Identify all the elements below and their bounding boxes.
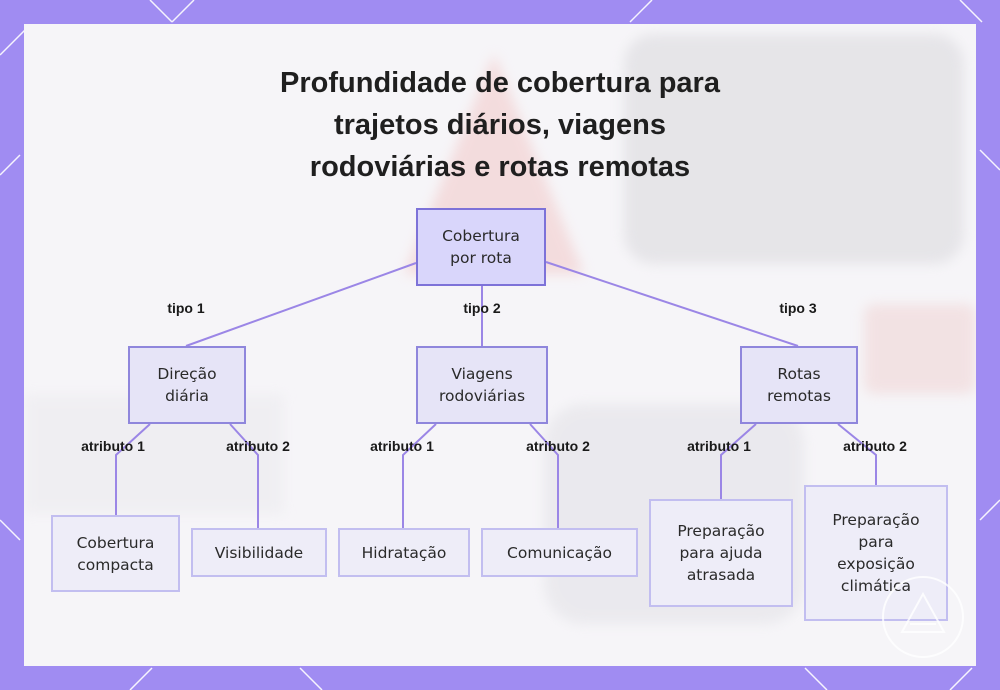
edge-label-tipo-1: tipo 1 <box>167 300 205 316</box>
edge-label-tipo-3: tipo 3 <box>779 300 817 316</box>
title-line-1: Profundidade de cobertura para <box>280 67 720 99</box>
node-type-1: Direção diária <box>128 346 246 424</box>
node-leaf-2: Visibilidade <box>191 528 327 577</box>
node-type-3: Rotas remotas <box>740 346 858 424</box>
edge-t1-l2 <box>229 423 259 528</box>
title-line-2: trajetos diários, viagens <box>333 109 666 141</box>
edge-t3-l6 <box>837 423 877 485</box>
edge-t2-l4 <box>529 423 559 528</box>
node-root: Cobertura por rota <box>416 208 546 286</box>
edge-t1-l1 <box>115 423 151 515</box>
node-leaf-3: Hidratação <box>338 528 470 577</box>
node-leaf-5: Preparação para ajuda atrasada <box>649 499 793 607</box>
node-type-2: Viagens rodoviárias <box>416 346 548 424</box>
edge-label-atributo-2b: atributo 2 <box>526 438 590 454</box>
edge-label-atributo-1c: atributo 1 <box>687 438 751 454</box>
edge-t2-l3 <box>402 423 437 528</box>
edge-label-atributo-2c: atributo 2 <box>843 438 907 454</box>
edge-root-t1 <box>185 262 417 347</box>
node-leaf-6: Preparação para exposição climática <box>804 485 948 621</box>
edge-label-atributo-1b: atributo 1 <box>370 438 434 454</box>
node-leaf-1: Cobertura compacta <box>51 515 180 592</box>
edge-label-atributo-1a: atributo 1 <box>81 438 145 454</box>
edge-label-tipo-2: tipo 2 <box>463 300 501 316</box>
watermark-logo-icon <box>882 576 964 658</box>
diagram-title: Profundidade de cobertura para trajetos … <box>0 62 1000 188</box>
edge-label-atributo-2a: atributo 2 <box>226 438 290 454</box>
edge-root-t3 <box>545 261 799 347</box>
title-line-3: rodoviárias e rotas remotas <box>309 151 691 183</box>
edge-t3-l5 <box>720 423 757 499</box>
node-leaf-4: Comunicação <box>481 528 638 577</box>
